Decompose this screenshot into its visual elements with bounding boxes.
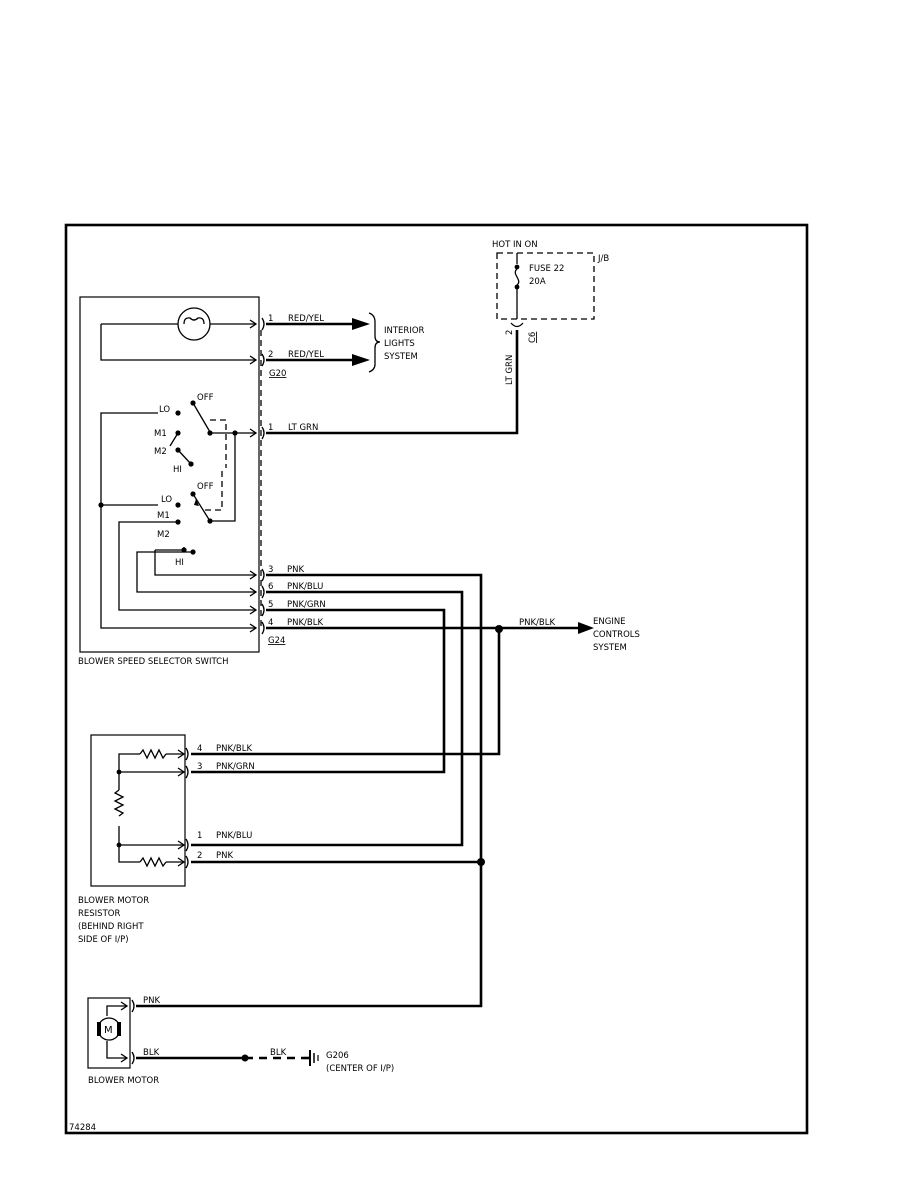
svg-text:4: 4 [268, 618, 273, 628]
svg-text:LT GRN: LT GRN [288, 423, 318, 433]
arrow-icon [578, 622, 594, 634]
svg-text:PNK: PNK [216, 851, 233, 861]
gang-link-2 [205, 468, 223, 511]
svg-text:RED/YEL: RED/YEL [288, 350, 324, 360]
fuse-label: FUSE 22 [529, 264, 564, 274]
svg-text:PNK/GRN: PNK/GRN [216, 762, 255, 772]
wire-lamp-1: 1 RED/YEL [266, 314, 370, 330]
sw2-hi: HI [175, 558, 184, 568]
figure-id: 74284 [69, 1123, 96, 1133]
sw1-hi: HI [173, 465, 182, 475]
switch-connector-brackets [261, 317, 265, 635]
interior-line-2: LIGHTS [384, 339, 415, 349]
svg-text:3: 3 [197, 762, 202, 772]
svg-text:PNK/BLU: PNK/BLU [287, 582, 323, 592]
sw2-m1: M1 [157, 511, 170, 521]
resistor-icon [139, 748, 167, 760]
motor-blk-label: BLK [143, 1048, 160, 1058]
fuse-22-icon [514, 268, 520, 286]
splice-icon [477, 858, 485, 866]
sw1-m2: M2 [154, 447, 167, 457]
svg-text:PNK/BLK: PNK/BLK [287, 618, 323, 628]
svg-text:5: 5 [268, 600, 273, 610]
svg-text:PNK: PNK [287, 565, 304, 575]
resistor-label-3: (BEHIND RIGHT [78, 922, 144, 932]
connector-c6-icon [510, 322, 524, 328]
ground-wire-label: BLK [270, 1048, 287, 1058]
interior-brace-icon [368, 312, 381, 373]
switch-title: BLOWER SPEED SELECTOR SWITCH [78, 657, 228, 667]
switch-outline [79, 296, 260, 653]
sw1-off: OFF [197, 393, 214, 403]
blower-motor: M PNK BLK BLK G206 (CENTER OF I/P) BLOWE… [87, 996, 394, 1086]
lamp-icon [177, 307, 211, 341]
svg-text:6: 6 [268, 582, 273, 592]
resistor-icon [139, 856, 167, 868]
motor-pnk-label: PNK [143, 996, 160, 1006]
junction-block: HOT IN ON J/B FUSE 22 20A 2 C6 LT GRN [492, 240, 609, 385]
wire-lt-grn: 1 LT GRN [266, 330, 519, 435]
sw2-m2: M2 [157, 530, 170, 540]
svg-text:1: 1 [268, 423, 273, 433]
motor-label: BLOWER MOTOR [88, 1076, 159, 1086]
sw1-lo: LO [159, 405, 170, 415]
wire-pnk-blk-4: 4 PNK/BLK PNK/BLK [191, 618, 594, 756]
resistor-icon [113, 789, 125, 817]
interior-line-1: INTERIOR [384, 326, 425, 336]
svg-text:RED/YEL: RED/YEL [288, 314, 324, 324]
resistor-label-2: RESISTOR [78, 909, 120, 919]
wire-pnk-blu-6: 6 PNK/BLU [191, 582, 464, 847]
motor-symbol: M [104, 1025, 113, 1036]
arrow-icon [352, 354, 370, 366]
sw2-off: OFF [197, 482, 214, 492]
sw2-lo: LO [161, 495, 172, 505]
svg-text:4: 4 [197, 744, 202, 754]
svg-text:2: 2 [268, 350, 273, 360]
svg-text:PNK/GRN: PNK/GRN [287, 600, 326, 610]
motor-outline [87, 997, 131, 1069]
svg-text:PNK/BLK: PNK/BLK [216, 744, 252, 754]
c6-pin-label: 2 [505, 330, 515, 335]
wire-pnk-2 [191, 858, 485, 866]
connector-g20: G20 [269, 369, 286, 379]
connector-g24: G24 [268, 636, 285, 646]
jb-outline [496, 252, 595, 320]
resistor-label-4: SIDE OF I/P) [78, 935, 129, 945]
diagram-frame [64, 223, 809, 1135]
interior-line-3: SYSTEM [384, 352, 418, 362]
lt-grn-vertical-label: LT GRN [505, 355, 515, 385]
hot-in-on-label: HOT IN ON [492, 240, 538, 250]
svg-text:1: 1 [268, 314, 273, 324]
fuse-terminal [514, 264, 520, 270]
svg-text:1: 1 [197, 831, 202, 841]
svg-text:PNK/BLU: PNK/BLU [216, 831, 252, 841]
fuse-rating: 20A [529, 277, 546, 287]
blower-speed-selector-switch: LO OFF M1 M2 HI LO OFF M1 M2 [78, 296, 286, 667]
gang-link-1 [210, 419, 227, 468]
wire-lamp-2: 2 RED/YEL [266, 350, 370, 366]
ground-name: G206 [326, 1051, 349, 1061]
wire-pnk-3: 3 PNK [136, 565, 483, 1008]
jb-label: J/B [597, 254, 609, 264]
arrow-icon [352, 318, 370, 330]
engine-line-2: CONTROLS [593, 630, 640, 640]
ground-location: (CENTER OF I/P) [326, 1064, 394, 1074]
engine-line-3: SYSTEM [593, 643, 627, 653]
fuse-terminal [514, 284, 520, 290]
c6-connector-label: C6 [528, 332, 538, 343]
svg-text:3: 3 [268, 565, 273, 575]
resistor-outline [90, 734, 186, 887]
wire-pnk-grn-5: 5 PNK/GRN [191, 600, 446, 774]
svg-text:2: 2 [197, 851, 202, 861]
engine-line-1: ENGINE [593, 617, 626, 627]
ecs-wire-label: PNK/BLK [519, 618, 555, 628]
sw1-m1: M1 [154, 429, 167, 439]
resistor-label-1: BLOWER MOTOR [78, 896, 149, 906]
blower-motor-resistor: 4 PNK/BLK 3 PNK/GRN 1 PNK/BLU 2 PNK BLOW… [78, 734, 255, 945]
